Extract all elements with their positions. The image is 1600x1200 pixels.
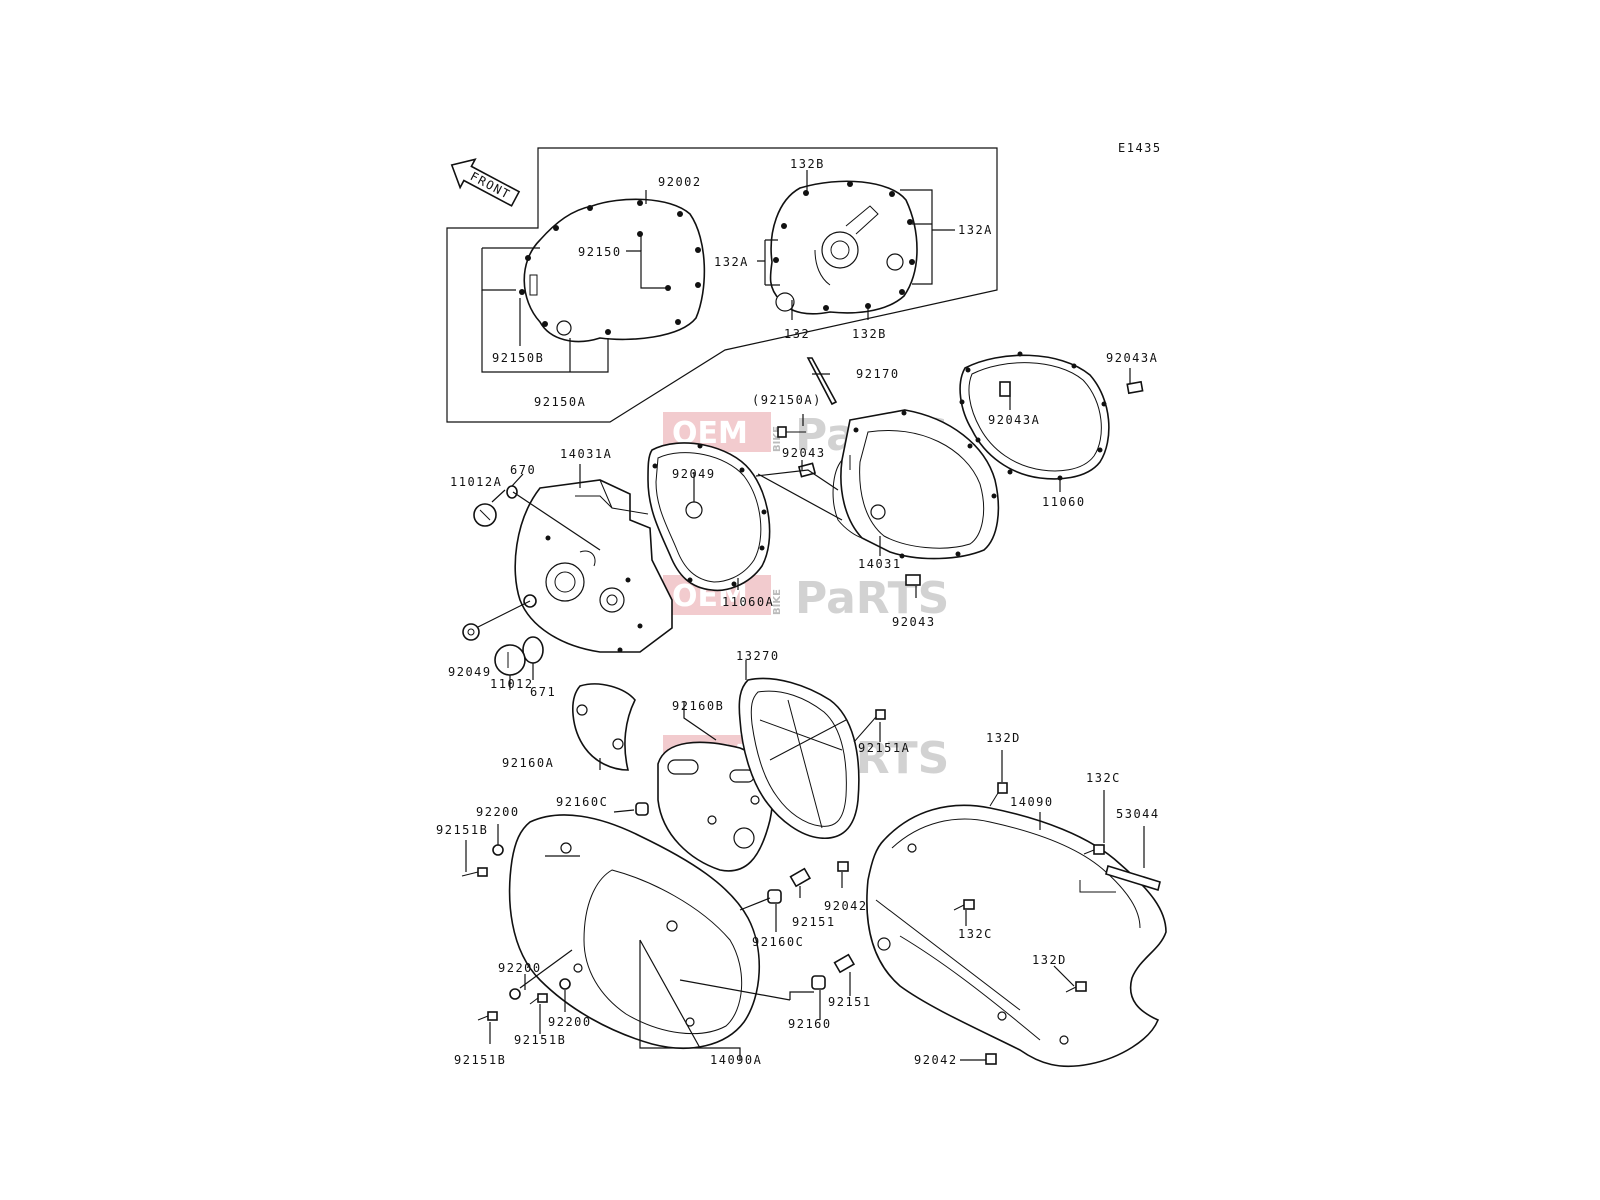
washer-92200-upper bbox=[492, 844, 504, 856]
callout-132A-left: 132A bbox=[714, 255, 749, 269]
callout-670: 670 bbox=[510, 463, 536, 477]
callout-14031: 14031 bbox=[858, 557, 902, 571]
bolt-92151A bbox=[853, 709, 886, 743]
spacer-92151-upper bbox=[789, 867, 812, 888]
callout-132D-lower: 132D bbox=[1032, 953, 1067, 967]
callout-92160A: 92160A bbox=[502, 756, 554, 770]
bolt-92150A-bracket bbox=[777, 426, 806, 438]
dowel-92042-lower bbox=[985, 1053, 997, 1065]
callout-92160C-upper: 92160C bbox=[556, 795, 608, 809]
dowel-92043-lower bbox=[905, 574, 921, 586]
svg-text:BIKE: BIKE bbox=[772, 589, 783, 615]
callout-92049-lower: 92049 bbox=[448, 665, 492, 679]
bolt-92151B-upper bbox=[461, 867, 488, 877]
dowel-92042-upper bbox=[837, 861, 849, 872]
callout-132: 132 bbox=[784, 327, 810, 341]
part-11060 bbox=[959, 351, 1110, 481]
callout-132C-upper: 132C bbox=[1086, 771, 1121, 785]
callout-92150: 92150 bbox=[578, 245, 622, 259]
bolt-132C-lower bbox=[953, 899, 975, 911]
bolt-92151B-lower bbox=[477, 1011, 498, 1021]
grommet-92160C-lower bbox=[767, 889, 782, 904]
pin-92170 bbox=[806, 357, 838, 406]
front-arrow-icon: FRONT bbox=[450, 158, 521, 207]
callout-92200-upper: 92200 bbox=[476, 805, 520, 819]
callout-92049-upper: 92049 bbox=[672, 467, 716, 481]
plug-11012A bbox=[473, 503, 497, 527]
callout-14031A: 14031A bbox=[560, 447, 612, 461]
bolt-132D-upper bbox=[989, 782, 1008, 807]
oring-671 bbox=[522, 636, 544, 664]
callout-92043A-right: 92043A bbox=[1106, 351, 1158, 365]
part-14090A bbox=[508, 814, 761, 1050]
callout-92151B-upper: 92151B bbox=[436, 823, 488, 837]
callout-92042-lower: 92042 bbox=[914, 1053, 958, 1067]
callout-11012A: 11012A bbox=[450, 475, 502, 489]
callout-92042-upper: 92042 bbox=[824, 899, 868, 913]
inset-frame bbox=[446, 147, 998, 423]
rod-53044 bbox=[1105, 864, 1161, 892]
oring-670 bbox=[506, 485, 518, 499]
diagram-ref-code: E1435 bbox=[1118, 141, 1162, 155]
callout-92150A-paren: (92150A) bbox=[752, 393, 822, 407]
callout-92200-mid: 92200 bbox=[498, 961, 542, 975]
callout-92151-lower: 92151 bbox=[828, 995, 872, 1009]
callout-11060: 11060 bbox=[1042, 495, 1086, 509]
callout-92160B: 92160B bbox=[672, 699, 724, 713]
part-11060A bbox=[647, 442, 771, 592]
seal-92049-lower bbox=[462, 623, 480, 641]
svg-text:BIKE: BIKE bbox=[772, 426, 783, 452]
part-14090 bbox=[866, 804, 1167, 1068]
callout-92002: 92002 bbox=[658, 175, 702, 189]
callout-132B-bottom: 132B bbox=[852, 327, 887, 341]
callout-92150B: 92150B bbox=[492, 351, 544, 365]
callout-92160C-lower: 92160C bbox=[752, 935, 804, 949]
callout-92151A: 92151A bbox=[858, 741, 910, 755]
washer-92200-lower bbox=[559, 978, 571, 990]
inset-cover-left bbox=[519, 198, 706, 343]
callout-132C-lower: 132C bbox=[958, 927, 993, 941]
callout-14090: 14090 bbox=[1010, 795, 1054, 809]
callout-92151B-mid: 92151B bbox=[514, 1033, 566, 1047]
callout-92151B-lower: 92151B bbox=[454, 1053, 506, 1067]
part-92160A bbox=[572, 683, 636, 771]
callout-671: 671 bbox=[530, 685, 556, 699]
spacer-92151-lower bbox=[833, 953, 856, 974]
callout-92160: 92160 bbox=[788, 1017, 832, 1031]
callout-132B-top: 132B bbox=[790, 157, 825, 171]
callout-labels: 92002 92150 92150B 92150A 132B 132A 132A… bbox=[436, 157, 1160, 1067]
grommet-92160 bbox=[811, 975, 826, 990]
callout-132A-right: 132A bbox=[958, 223, 993, 237]
part-14031 bbox=[832, 409, 1000, 560]
inset-cover-right bbox=[769, 180, 918, 315]
bolt-132C-upper bbox=[1083, 844, 1105, 855]
washer-92200-mid bbox=[509, 988, 521, 1000]
callout-92151-upper: 92151 bbox=[792, 915, 836, 929]
part-13270 bbox=[738, 677, 860, 840]
plug-11012 bbox=[494, 644, 526, 676]
dowel-92043A-right bbox=[1126, 380, 1144, 395]
callout-53044: 53044 bbox=[1116, 807, 1160, 821]
callout-132D-upper: 132D bbox=[986, 731, 1021, 745]
callout-92043-upper: 92043 bbox=[782, 446, 826, 460]
grommet-92160C-upper bbox=[635, 802, 649, 816]
callout-92043-lower: 92043 bbox=[892, 615, 936, 629]
callout-11060A: 11060A bbox=[722, 595, 774, 609]
callout-92150A: 92150A bbox=[534, 395, 586, 409]
dowel-92043A-upper bbox=[999, 381, 1011, 397]
part-14031A bbox=[514, 479, 673, 653]
part-92160B bbox=[657, 741, 774, 872]
callout-92043A-mid: 92043A bbox=[988, 413, 1040, 427]
callout-11012: 11012 bbox=[490, 677, 534, 691]
callout-92200-lower: 92200 bbox=[548, 1015, 592, 1029]
svg-text:PaRTS: PaRTS bbox=[795, 573, 949, 624]
callout-13270: 13270 bbox=[736, 649, 780, 663]
callout-92170: 92170 bbox=[856, 367, 900, 381]
bolt-132D-lower bbox=[1065, 981, 1087, 993]
bolt-92151B-mid bbox=[529, 993, 548, 1005]
callout-14090A: 14090A bbox=[710, 1053, 762, 1067]
